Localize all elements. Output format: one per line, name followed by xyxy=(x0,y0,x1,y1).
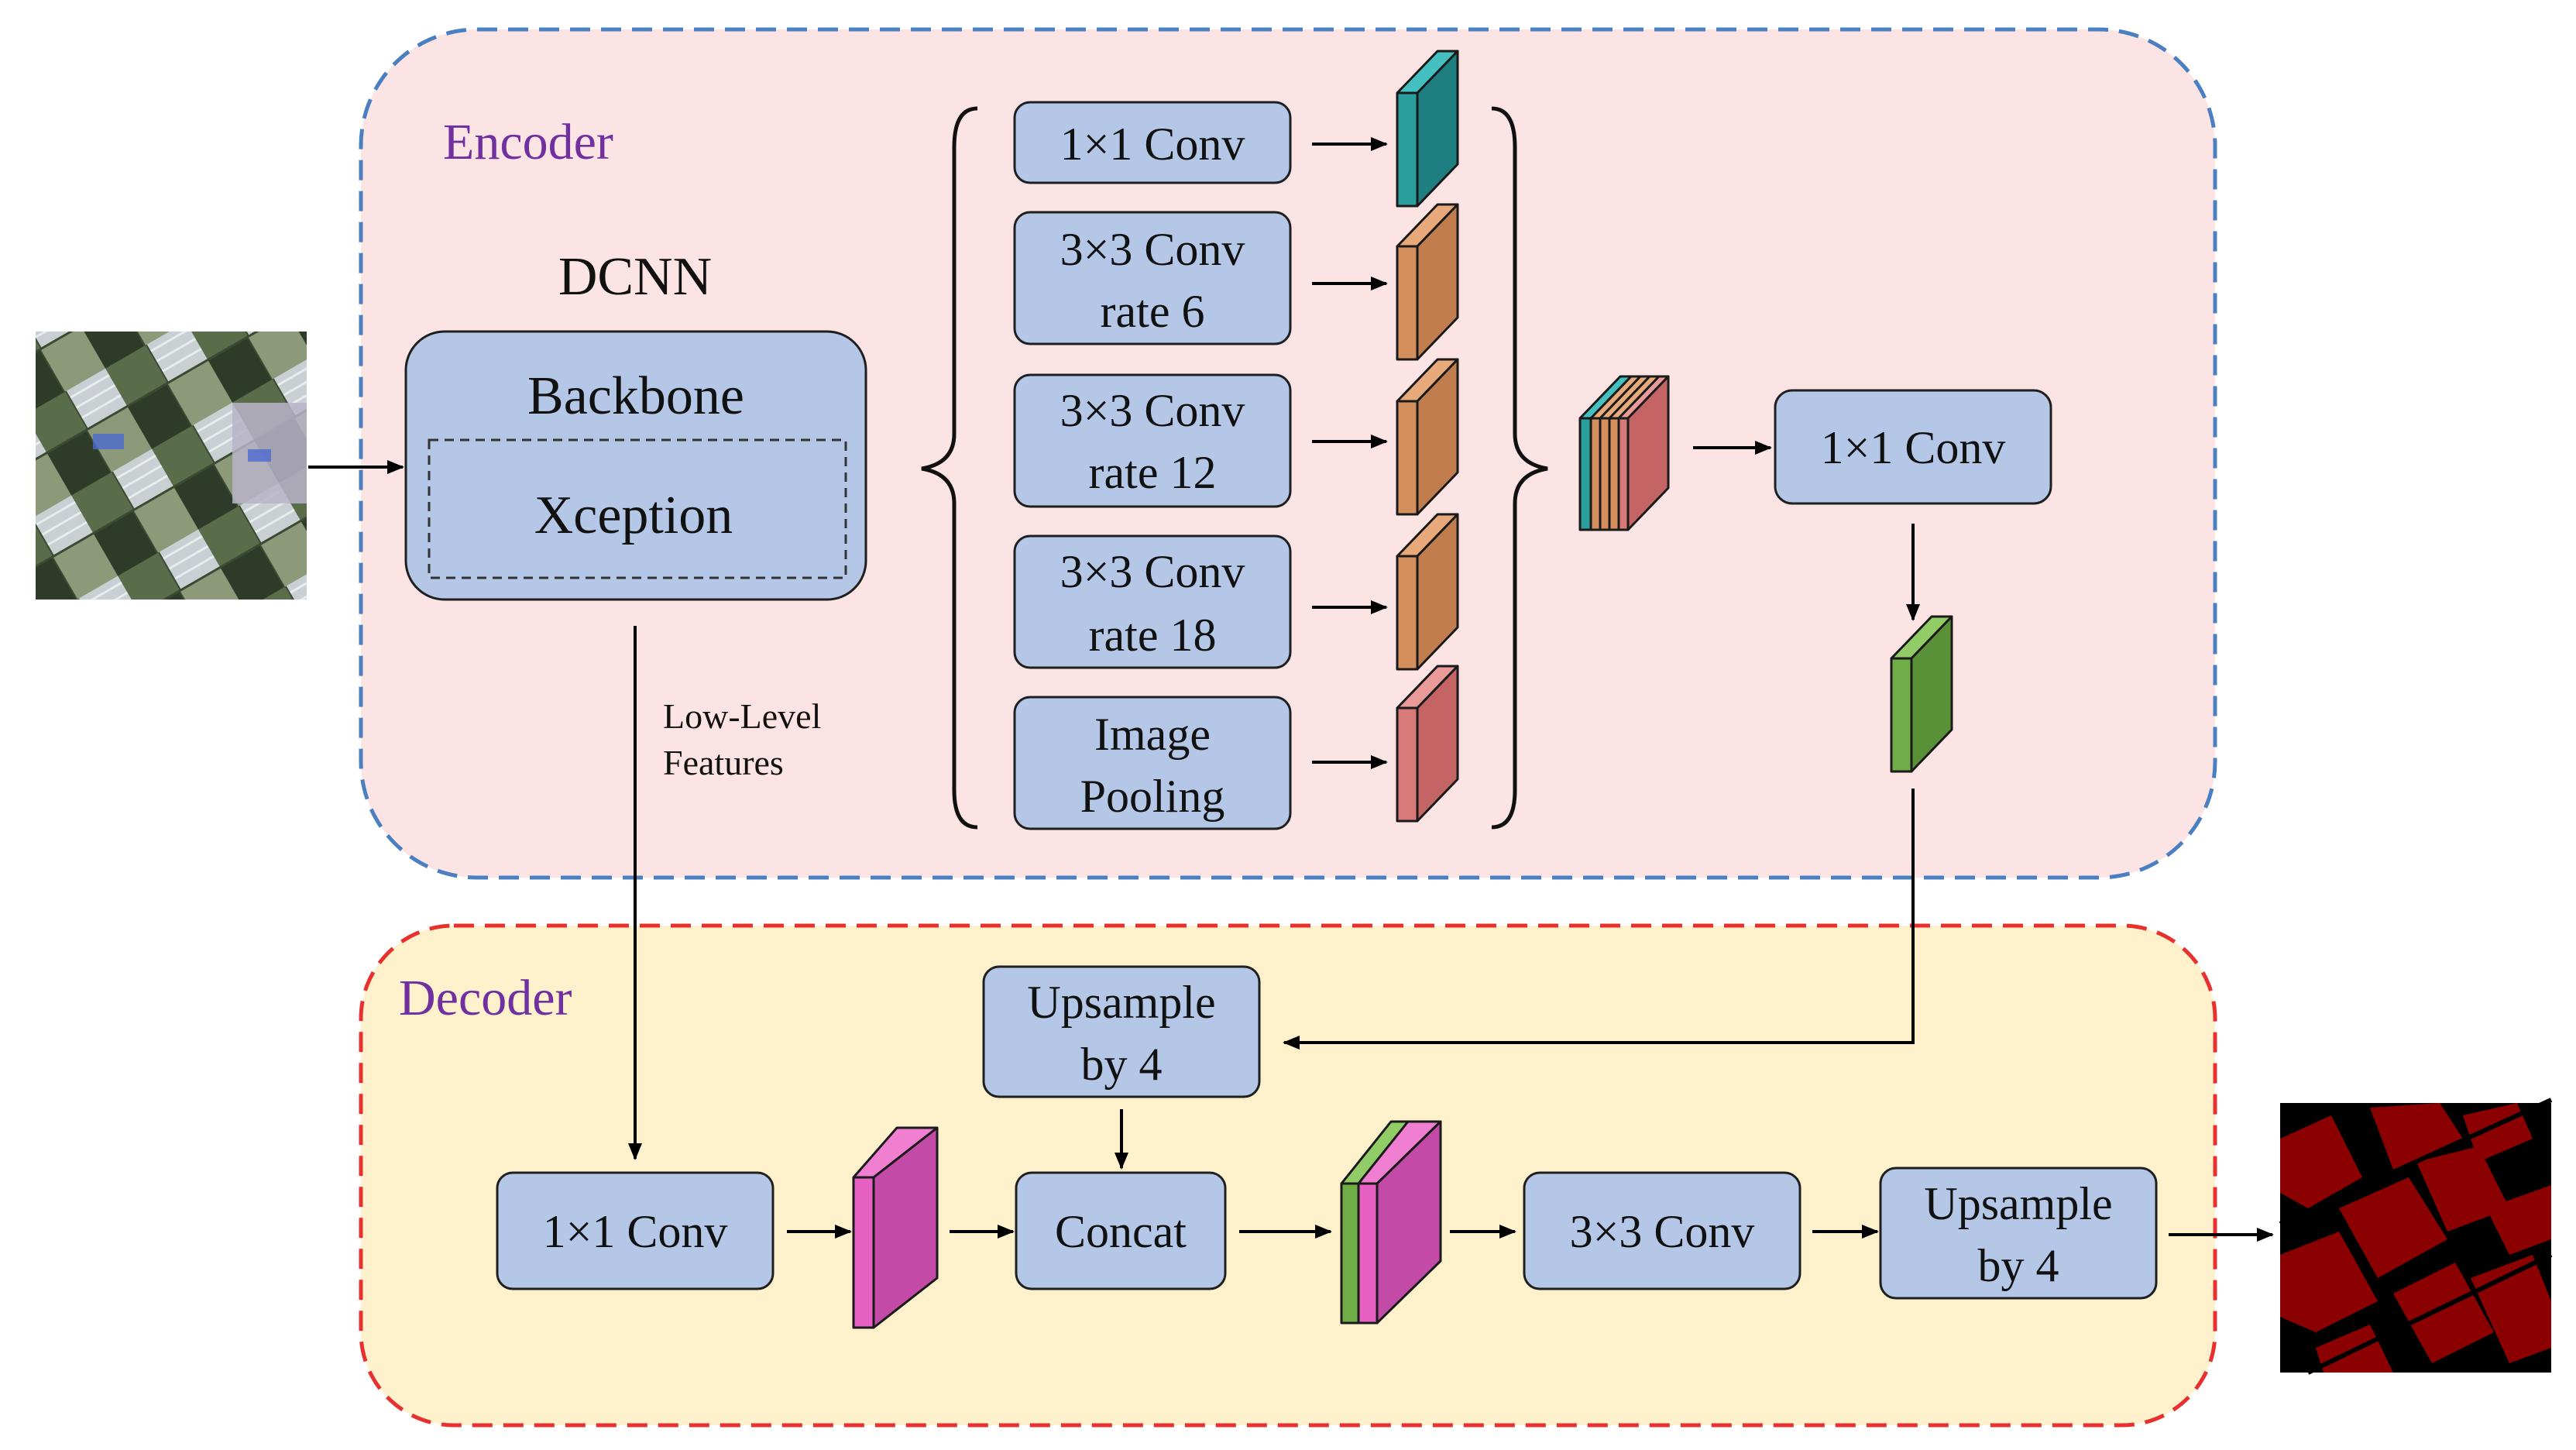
decoder-upsample2-label-line2: by 4 xyxy=(1978,1240,2059,1291)
aspp-rate12-label-line1: 3×3 Conv xyxy=(1060,385,1245,436)
aspp-image-pooling-label-line1: Image xyxy=(1094,709,1211,760)
input-satellite-image xyxy=(36,332,307,600)
decoder-conv3x3-label: 3×3 Conv xyxy=(1570,1206,1755,1257)
aspp-rate18-box xyxy=(1013,534,1292,669)
aspp-image-pooling-box xyxy=(1013,696,1292,830)
aspp-right-brace xyxy=(1491,106,1548,830)
feature-map-concat-stack xyxy=(1340,1120,1442,1325)
aspp-rate6-box xyxy=(1013,211,1292,345)
decoder-upsample2-label-line1: Upsample xyxy=(1924,1178,2112,1229)
fuse-conv1x1-label: 1×1 Conv xyxy=(1821,422,2006,473)
output-segmentation-mask xyxy=(2279,1098,2553,1375)
feature-map-teal xyxy=(1396,50,1459,208)
feature-map-magenta xyxy=(852,1126,939,1329)
decoder-upsample1-label-line2: by 4 xyxy=(1081,1039,1163,1090)
aspp-rate12-label-line2: rate 12 xyxy=(1089,447,1217,498)
feature-map-orange-rate6 xyxy=(1396,203,1459,361)
encoder-label: Encoder xyxy=(443,114,613,170)
feature-map-pink-pooling xyxy=(1396,665,1459,823)
decoder-label: Decoder xyxy=(399,970,572,1026)
decoder-conv1x1-box xyxy=(496,1171,775,1290)
concat-box xyxy=(1015,1171,1227,1290)
aspp-rate18-label-line1: 3×3 Conv xyxy=(1060,546,1245,597)
concat-label: Concat xyxy=(1055,1206,1187,1257)
aspp-conv1x1-label: 1×1 Conv xyxy=(1060,119,1245,170)
aspp-left-brace xyxy=(921,106,978,830)
decoder-upsample1-box xyxy=(982,965,1261,1098)
aspp-rate6-label-line1: 3×3 Conv xyxy=(1060,224,1245,275)
feature-map-orange-rate12 xyxy=(1396,358,1459,516)
xception-label: Xception xyxy=(534,486,733,545)
backbone-box xyxy=(404,330,867,601)
fuse-conv1x1-box xyxy=(1774,389,2052,505)
aspp-rate12-box xyxy=(1013,373,1292,508)
aspp-image-pooling-label-line2: Pooling xyxy=(1080,771,1225,822)
aspp-rate6-label-line2: rate 6 xyxy=(1101,286,1205,337)
decoder-conv3x3-box xyxy=(1523,1171,1801,1290)
backbone-label: Backbone xyxy=(527,366,744,426)
decoder-conv1x1-label: 1×1 Conv xyxy=(543,1206,728,1257)
encoder-to-decoder-arrow xyxy=(1283,789,1915,1050)
decoder-region xyxy=(359,923,2217,1428)
decoder-upsample2-box xyxy=(1879,1167,2158,1300)
feature-map-orange-rate18 xyxy=(1396,513,1459,671)
decoder-upsample1-label-line1: Upsample xyxy=(1027,977,1215,1028)
xception-dashed-box xyxy=(428,438,847,579)
feature-map-green xyxy=(1890,615,1953,773)
aspp-conv1x1-box xyxy=(1013,101,1292,184)
aspp-rate18-label-line2: rate 18 xyxy=(1089,610,1217,661)
low-level-label-line1: Low-Level xyxy=(663,696,821,736)
concatenated-feature-stack xyxy=(1578,375,1670,531)
low-level-label-line2: Features xyxy=(663,743,784,782)
dcnn-label: DCNN xyxy=(558,247,712,307)
